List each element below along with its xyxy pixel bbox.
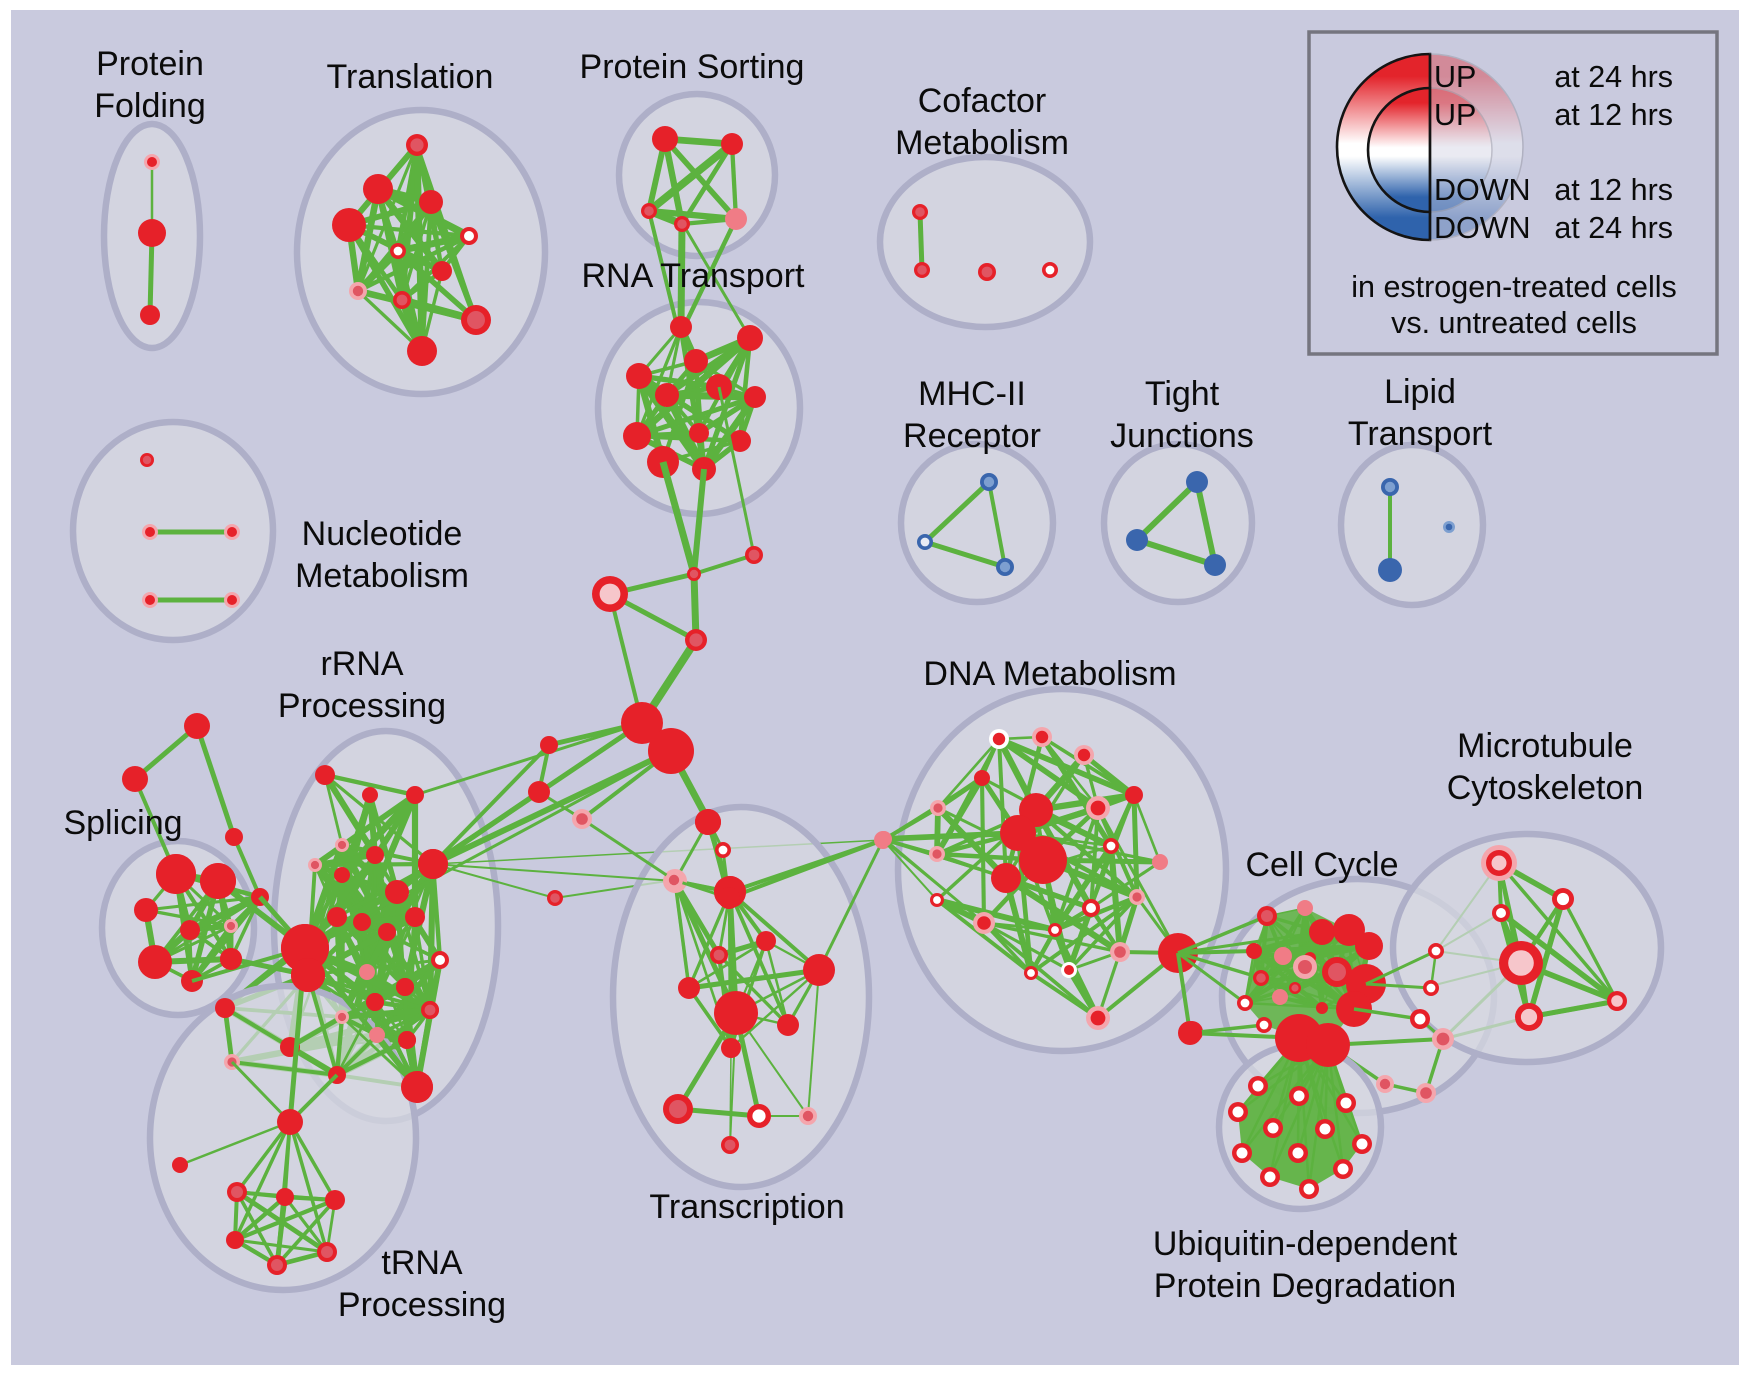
- svg-text:DNA Metabolism: DNA Metabolism: [923, 655, 1176, 693]
- svg-text:Cofactor: Cofactor: [918, 82, 1047, 120]
- svg-text:at 24 hrs: at 24 hrs: [1554, 60, 1673, 94]
- svg-text:Protein Sorting: Protein Sorting: [580, 48, 805, 86]
- svg-text:Processing: Processing: [278, 687, 446, 725]
- svg-text:at 12 hrs: at 12 hrs: [1554, 173, 1673, 207]
- svg-text:Nucleotide: Nucleotide: [302, 515, 463, 553]
- svg-text:rRNA: rRNA: [320, 645, 403, 683]
- svg-text:Transcription: Transcription: [649, 1188, 844, 1226]
- svg-text:MHC-II: MHC-II: [918, 375, 1026, 413]
- svg-text:UP: UP: [1434, 60, 1476, 94]
- svg-text:Microtubule: Microtubule: [1457, 727, 1633, 765]
- svg-text:Protein Degradation: Protein Degradation: [1154, 1267, 1456, 1305]
- svg-text:Ubiquitin-dependent: Ubiquitin-dependent: [1153, 1225, 1458, 1263]
- svg-text:Protein: Protein: [96, 45, 204, 83]
- svg-text:at 12 hrs: at 12 hrs: [1554, 98, 1673, 132]
- svg-text:Tight: Tight: [1145, 375, 1220, 413]
- svg-text:UP: UP: [1434, 98, 1476, 132]
- svg-text:Lipid: Lipid: [1384, 373, 1456, 411]
- svg-text:vs. untreated cells: vs. untreated cells: [1391, 306, 1637, 340]
- svg-text:Folding: Folding: [94, 87, 206, 125]
- svg-text:Metabolism: Metabolism: [295, 557, 469, 595]
- svg-text:Receptor: Receptor: [903, 417, 1041, 455]
- svg-text:Processing: Processing: [338, 1286, 506, 1324]
- svg-text:DOWN: DOWN: [1434, 211, 1531, 245]
- svg-text:Junctions: Junctions: [1110, 417, 1254, 455]
- svg-text:Transport: Transport: [1348, 415, 1493, 453]
- svg-text:tRNA: tRNA: [381, 1244, 463, 1282]
- svg-text:Cell Cycle: Cell Cycle: [1245, 846, 1398, 884]
- svg-text:Translation: Translation: [327, 58, 494, 96]
- svg-text:Cytoskeleton: Cytoskeleton: [1447, 769, 1644, 807]
- svg-text:in estrogen-treated cells: in estrogen-treated cells: [1351, 270, 1677, 304]
- svg-text:DOWN: DOWN: [1434, 173, 1531, 207]
- svg-text:Splicing: Splicing: [63, 804, 182, 842]
- svg-text:at 24 hrs: at 24 hrs: [1554, 211, 1673, 245]
- svg-text:Metabolism: Metabolism: [895, 124, 1069, 162]
- svg-text:RNA Transport: RNA Transport: [582, 257, 806, 295]
